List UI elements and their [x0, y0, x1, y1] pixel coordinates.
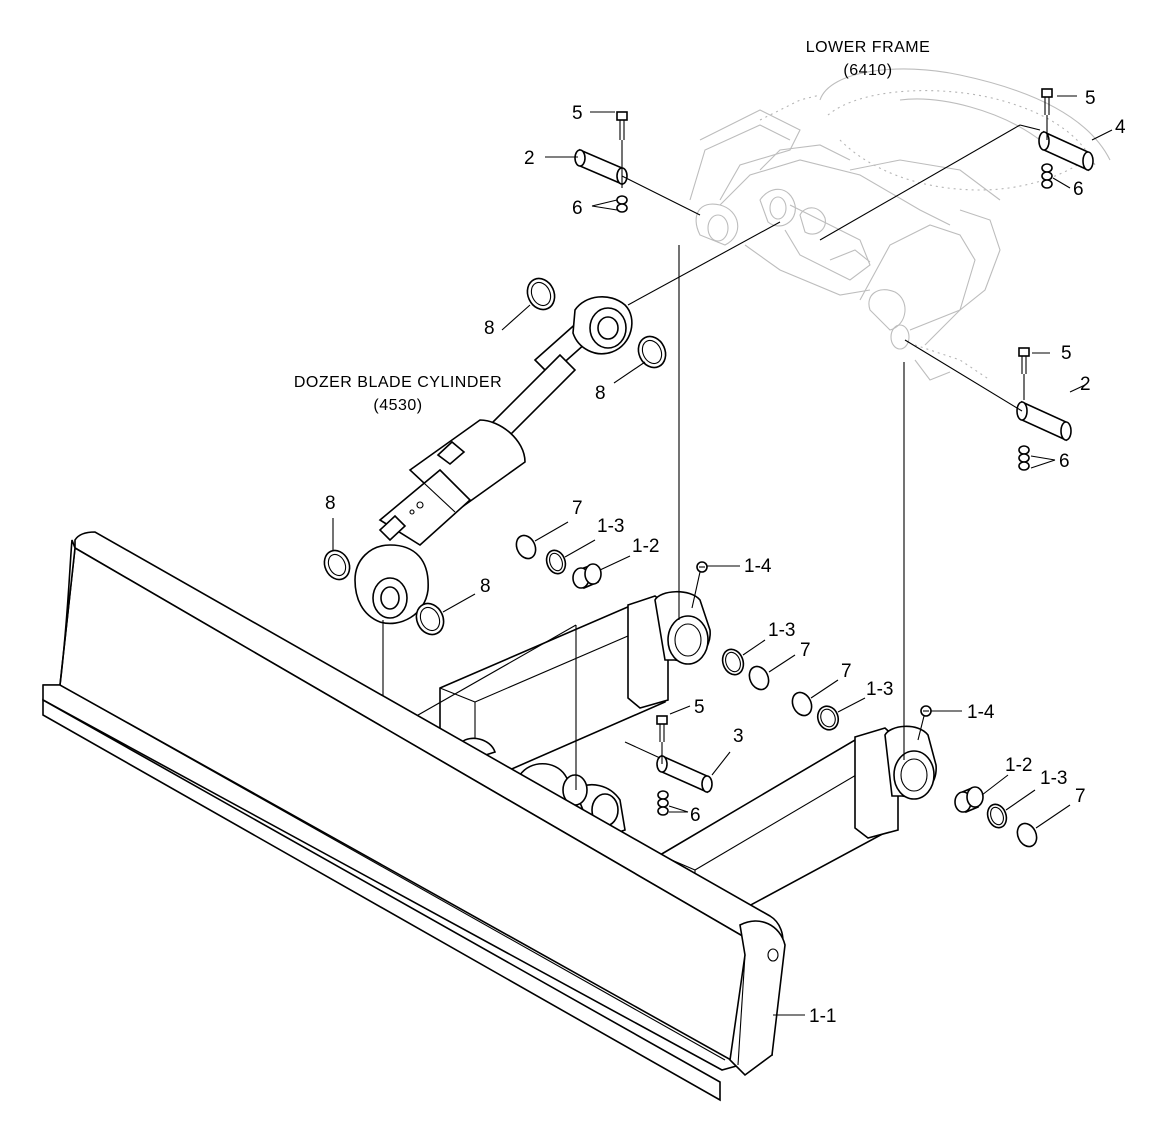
callout-1-3-upper-left: 1-3 [597, 516, 624, 537]
callout-2-right: 2 [1080, 374, 1091, 395]
callout-5-right: 5 [1061, 343, 1072, 364]
seal-1-3-mid [721, 648, 745, 676]
callout-5-upper-left: 5 [572, 103, 583, 124]
bolt-5-upper-right [1041, 88, 1053, 140]
bushing-1-2-right [954, 786, 984, 814]
callout-1-3-right-lower: 1-3 [1040, 768, 1067, 789]
seal-1-3-upper-left [545, 549, 567, 575]
callout-7-upper-left: 7 [572, 498, 583, 519]
washer-8-bottom-left [323, 549, 351, 581]
callout-4-upper-right: 4 [1115, 117, 1126, 138]
callout-2-upper-left: 2 [524, 148, 535, 169]
callout-8-bottom-right: 8 [480, 576, 491, 597]
nuts-6-right [1018, 445, 1030, 471]
lower-frame-ghost [689, 68, 1111, 381]
callout-3-lower: 3 [733, 726, 744, 747]
callout-8-top-left: 8 [484, 318, 495, 339]
bushing-1-2-left [572, 563, 602, 590]
callout-6-upper-right: 6 [1073, 179, 1084, 200]
callout-7-right-lower: 7 [1075, 786, 1086, 807]
cylinder-title: DOZER BLADE CYLINDER [294, 374, 502, 391]
callout-7-mid-a: 7 [800, 640, 811, 661]
pin-2-right [904, 339, 1072, 442]
seal-1-3-right-lower [986, 803, 1008, 829]
dozer-blade-cylinder [354, 221, 781, 735]
ring-7-mid-a [748, 665, 770, 691]
lower-frame-title: LOWER FRAME [806, 39, 931, 56]
cylinder-ref: (4530) [373, 397, 422, 414]
callout-1-2-right: 1-2 [1005, 755, 1032, 776]
nuts-6-upper-left [616, 195, 628, 213]
callout-6-upper-left: 6 [572, 198, 583, 219]
bolt-5-right [1018, 347, 1030, 400]
washer-8-top-right [637, 335, 667, 369]
nuts-6-upper-right [1041, 163, 1053, 189]
callout-5-lower: 5 [694, 697, 705, 718]
seal-1-3-right-upper [816, 705, 840, 731]
washer-8-bottom-right [415, 602, 445, 636]
grease-fitting-1-4-left [691, 561, 708, 609]
nuts-6-lower [657, 790, 669, 816]
ring-7-upper-left [515, 534, 537, 560]
leader-lines [332, 95, 1113, 1016]
callout-8-top-right: 8 [595, 383, 606, 404]
pin-4-upper-right [819, 124, 1094, 241]
pin-3-lower [624, 741, 713, 794]
callout-1-1-blade: 1-1 [809, 1006, 836, 1027]
callout-6-right: 6 [1059, 451, 1070, 472]
callout-7-mid-b: 7 [841, 661, 852, 682]
callout-8-bottom-left: 8 [325, 493, 336, 514]
callout-5-upper-right: 5 [1085, 88, 1096, 109]
lower-frame-ref: (6410) [843, 62, 892, 79]
callout-1-3-mid: 1-3 [768, 620, 795, 641]
bolt-5-upper-left [616, 111, 628, 188]
pin-2-upper-left [574, 148, 701, 216]
callout-1-3-right-upper: 1-3 [866, 679, 893, 700]
ring-7-right-lower [1016, 822, 1038, 848]
ring-7-mid-b [791, 691, 813, 717]
callout-6-lower: 6 [690, 805, 701, 826]
dozer-blade-1-1 [42, 531, 786, 1102]
callout-1-4-left: 1-4 [744, 556, 772, 577]
bolt-5-lower [656, 715, 668, 764]
washer-8-top-left [526, 277, 556, 311]
callout-1-2-upper-left: 1-2 [632, 536, 659, 557]
callout-1-4-right: 1-4 [967, 702, 995, 723]
